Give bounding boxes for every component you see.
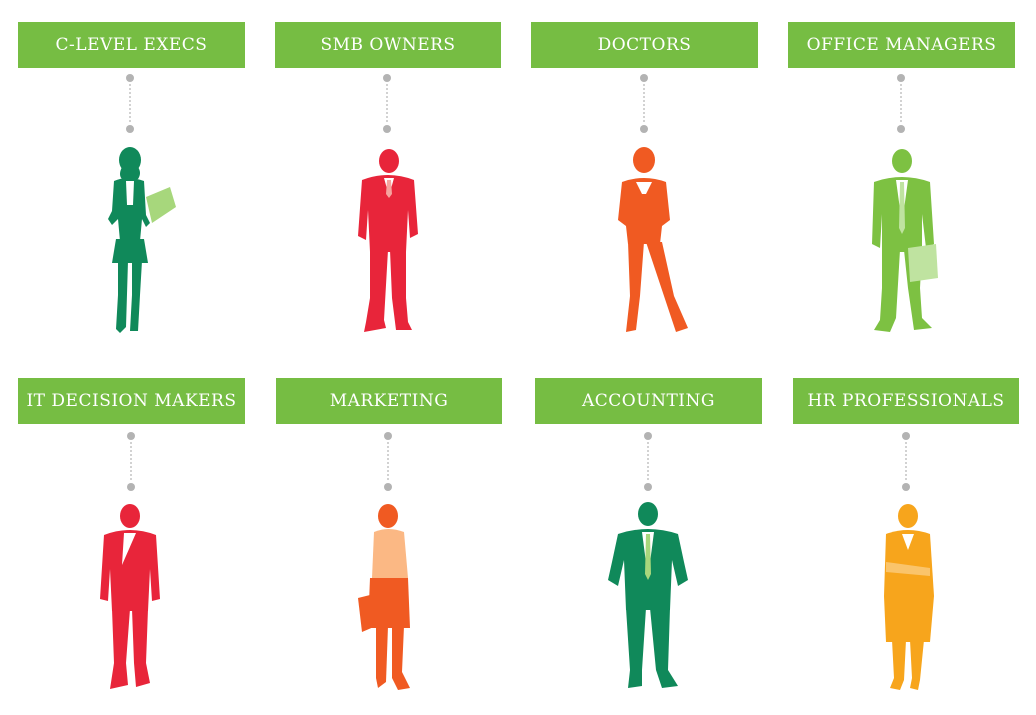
businessman-hands-on-hips-icon <box>608 502 688 688</box>
persona-label-marketing: MARKETING <box>276 378 502 424</box>
persona-label-office-managers: OFFICE MANAGERS <box>788 22 1015 68</box>
businessman-hands-in-pockets-icon <box>100 504 160 689</box>
woman-arms-crossed-icon <box>884 504 934 690</box>
connector-it-decision-makers <box>127 432 135 491</box>
connector-accounting <box>644 432 652 491</box>
connector-office-managers <box>897 74 905 133</box>
businessman-suit-icon <box>358 149 418 332</box>
connector-hr-professionals <box>902 432 910 491</box>
connector-marketing <box>384 432 392 491</box>
persona-label-c-level-execs: C-LEVEL EXECS <box>18 22 245 68</box>
persona-label-smb-owners: SMB OWNERS <box>275 22 501 68</box>
businesswoman-holding-papers-icon <box>108 147 176 333</box>
businessman-briefcase-icon <box>872 149 938 332</box>
connector-doctors <box>640 74 648 133</box>
persona-label-hr-professionals: HR PROFESSIONALS <box>793 378 1019 424</box>
woman-handbag-icon <box>358 504 410 690</box>
woman-pantsuit-icon <box>618 147 688 332</box>
connector-c-level-execs <box>126 74 134 133</box>
persona-label-accounting: ACCOUNTING <box>535 378 762 424</box>
persona-label-it-decision-makers: IT DECISION MAKERS <box>18 378 245 424</box>
connector-smb-owners <box>383 74 391 133</box>
persona-label-doctors: DOCTORS <box>531 22 758 68</box>
